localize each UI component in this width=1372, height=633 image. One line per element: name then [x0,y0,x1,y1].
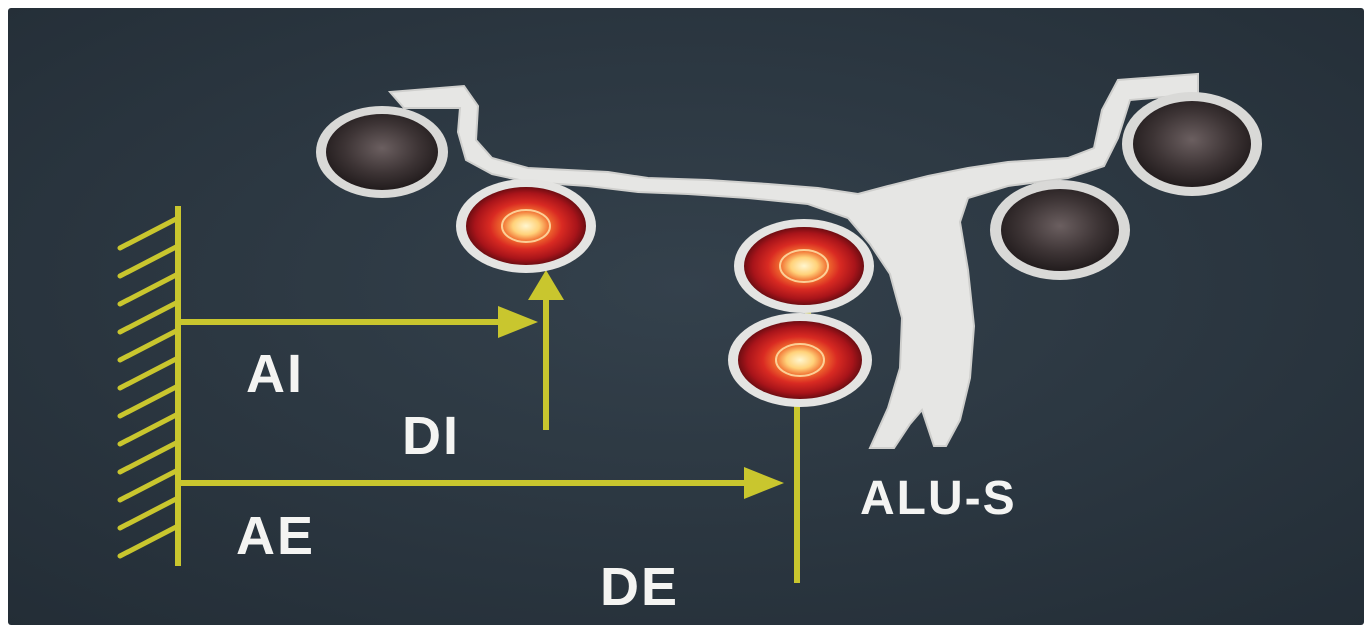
de-lower-lamp [728,313,872,407]
panel-graphic: AI DI AE DE ALU-S [8,8,1364,625]
top-right-lamp [1122,92,1262,196]
label-de: DE [600,557,679,617]
top-left-lamp [316,106,448,198]
label-di: DI [402,406,460,466]
indicator-panel: AI DI AE DE ALU-S [8,8,1364,625]
label-ai: AI [246,344,304,404]
right-lower-lamp [990,180,1130,280]
label-alu-s: ALU-S [860,472,1017,525]
di-lamp [456,179,596,273]
label-ae: AE [236,506,315,566]
de-upper-lamp [734,219,874,313]
